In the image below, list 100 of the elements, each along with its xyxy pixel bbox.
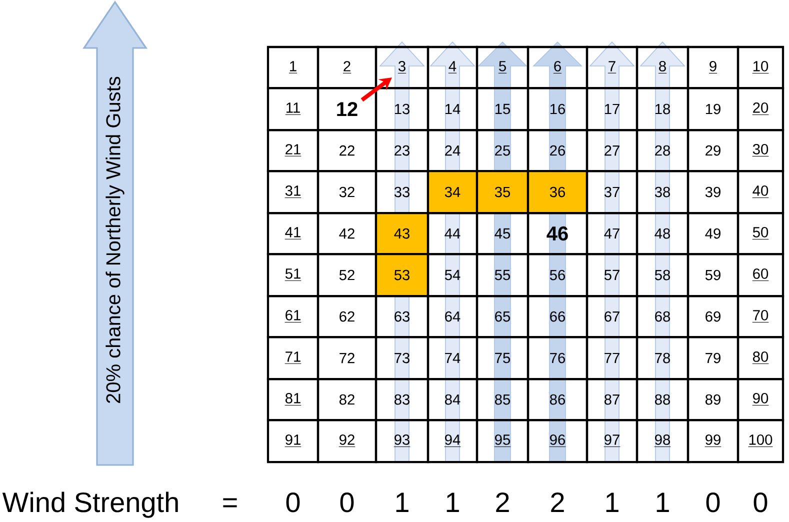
table-cell: 77 [586,336,638,380]
table-cell: 69 [686,294,740,338]
table-cell: 43 [374,212,430,256]
table-cell: 40 [736,170,784,214]
table-cell: 30 [736,128,784,172]
table-cell: 98 [636,418,690,464]
table-cell: 54 [426,252,478,298]
table-cell: 3 [374,46,430,90]
table-cell: 32 [316,170,378,214]
table-cell: 12 [316,86,378,132]
table-cell: 71 [266,336,320,380]
table-cell: 20 [736,86,784,132]
table-cell: 16 [526,86,588,132]
table-cell: 75 [476,336,530,380]
strength-value: 0 [754,492,768,512]
table-cell: 99 [686,418,740,464]
table-cell: 9 [686,46,740,90]
table-cell: 48 [636,212,690,256]
table-cell: 79 [686,336,740,380]
table-cell: 83 [374,378,430,422]
strength-value: 0 [340,492,354,512]
table-cell: 62 [316,294,378,338]
table-cell: 5 [476,46,530,90]
table-cell: 47 [586,212,638,256]
table-cell: 18 [636,86,690,132]
axis-label: Wind Strength [2,492,178,518]
table-cell: 6 [526,46,588,90]
table-cell: 76 [526,336,588,380]
table-cell: 2 [316,46,378,90]
table-cell: 31 [266,170,320,214]
table-cell: 87 [586,378,638,422]
table-cell: 14 [426,86,478,132]
table-cell: 92 [316,418,378,464]
table-cell: 68 [636,294,690,338]
table-cell: 64 [426,294,478,338]
table-cell: 45 [476,212,530,256]
table-cell: 8 [636,46,690,90]
strength-value: 0 [706,492,720,512]
table-cell: 70 [736,294,784,338]
arrow-label: 20% chance of Northerly Wind Gusts [82,0,148,466]
table-cell: 38 [636,170,690,214]
table-cell: 51 [266,252,320,298]
table-cell: 58 [636,252,690,298]
table-cell: 72 [316,336,378,380]
table-cell: 46 [526,212,588,256]
table-cell: 100 [736,418,784,464]
table-cell: 60 [736,252,784,298]
table-cell: 13 [374,86,430,132]
table-cell: 23 [374,128,430,172]
table-cell: 85 [476,378,530,422]
table-cell: 97 [586,418,638,464]
table-cell: 10 [736,46,784,90]
table-cell: 96 [526,418,588,464]
table-cell: 66 [526,294,588,338]
table-cell: 29 [686,128,740,172]
strength-value: 0 [286,492,300,512]
table-cell: 93 [374,418,430,464]
table-cell: 86 [526,378,588,422]
table-cell: 1 [266,46,320,90]
table-cell: 17 [586,86,638,132]
table-cell: 7 [586,46,638,90]
table-cell: 61 [266,294,320,338]
table-cell: 27 [586,128,638,172]
table-cell: 15 [476,86,530,132]
table-cell: 50 [736,212,784,256]
table-cell: 57 [586,252,638,298]
table-cell: 22 [316,128,378,172]
table-cell: 21 [266,128,320,172]
table-cell: 90 [736,378,784,422]
table-cell: 4 [426,46,478,90]
table-cell: 73 [374,336,430,380]
strength-value: 1 [396,492,408,512]
table-cell: 81 [266,378,320,422]
table-cell: 56 [526,252,588,298]
table-cell: 55 [476,252,530,298]
table-cell: 91 [266,418,320,464]
table-cell: 84 [426,378,478,422]
table-cell: 78 [636,336,690,380]
table-cell: 65 [476,294,530,338]
equals-sign: = [223,498,237,508]
table-cell: 59 [686,252,740,298]
table-cell: 63 [374,294,430,338]
table-cell: 36 [526,170,588,214]
table-cell: 88 [636,378,690,422]
strength-value: 2 [496,492,509,512]
strength-value: 1 [606,492,618,512]
strength-value: 1 [656,492,669,512]
table-cell: 41 [266,212,320,256]
table-cell: 89 [686,378,740,422]
table-cell: 19 [686,86,740,132]
strength-value: 2 [551,492,564,512]
table-cell: 74 [426,336,478,380]
table-cell: 34 [426,170,478,214]
table-cell: 28 [636,128,690,172]
table-cell: 49 [686,212,740,256]
table-cell: 37 [586,170,638,214]
table-cell: 94 [426,418,478,464]
table-cell: 35 [476,170,530,214]
table-cell: 95 [476,418,530,464]
table-cell: 53 [374,252,430,298]
